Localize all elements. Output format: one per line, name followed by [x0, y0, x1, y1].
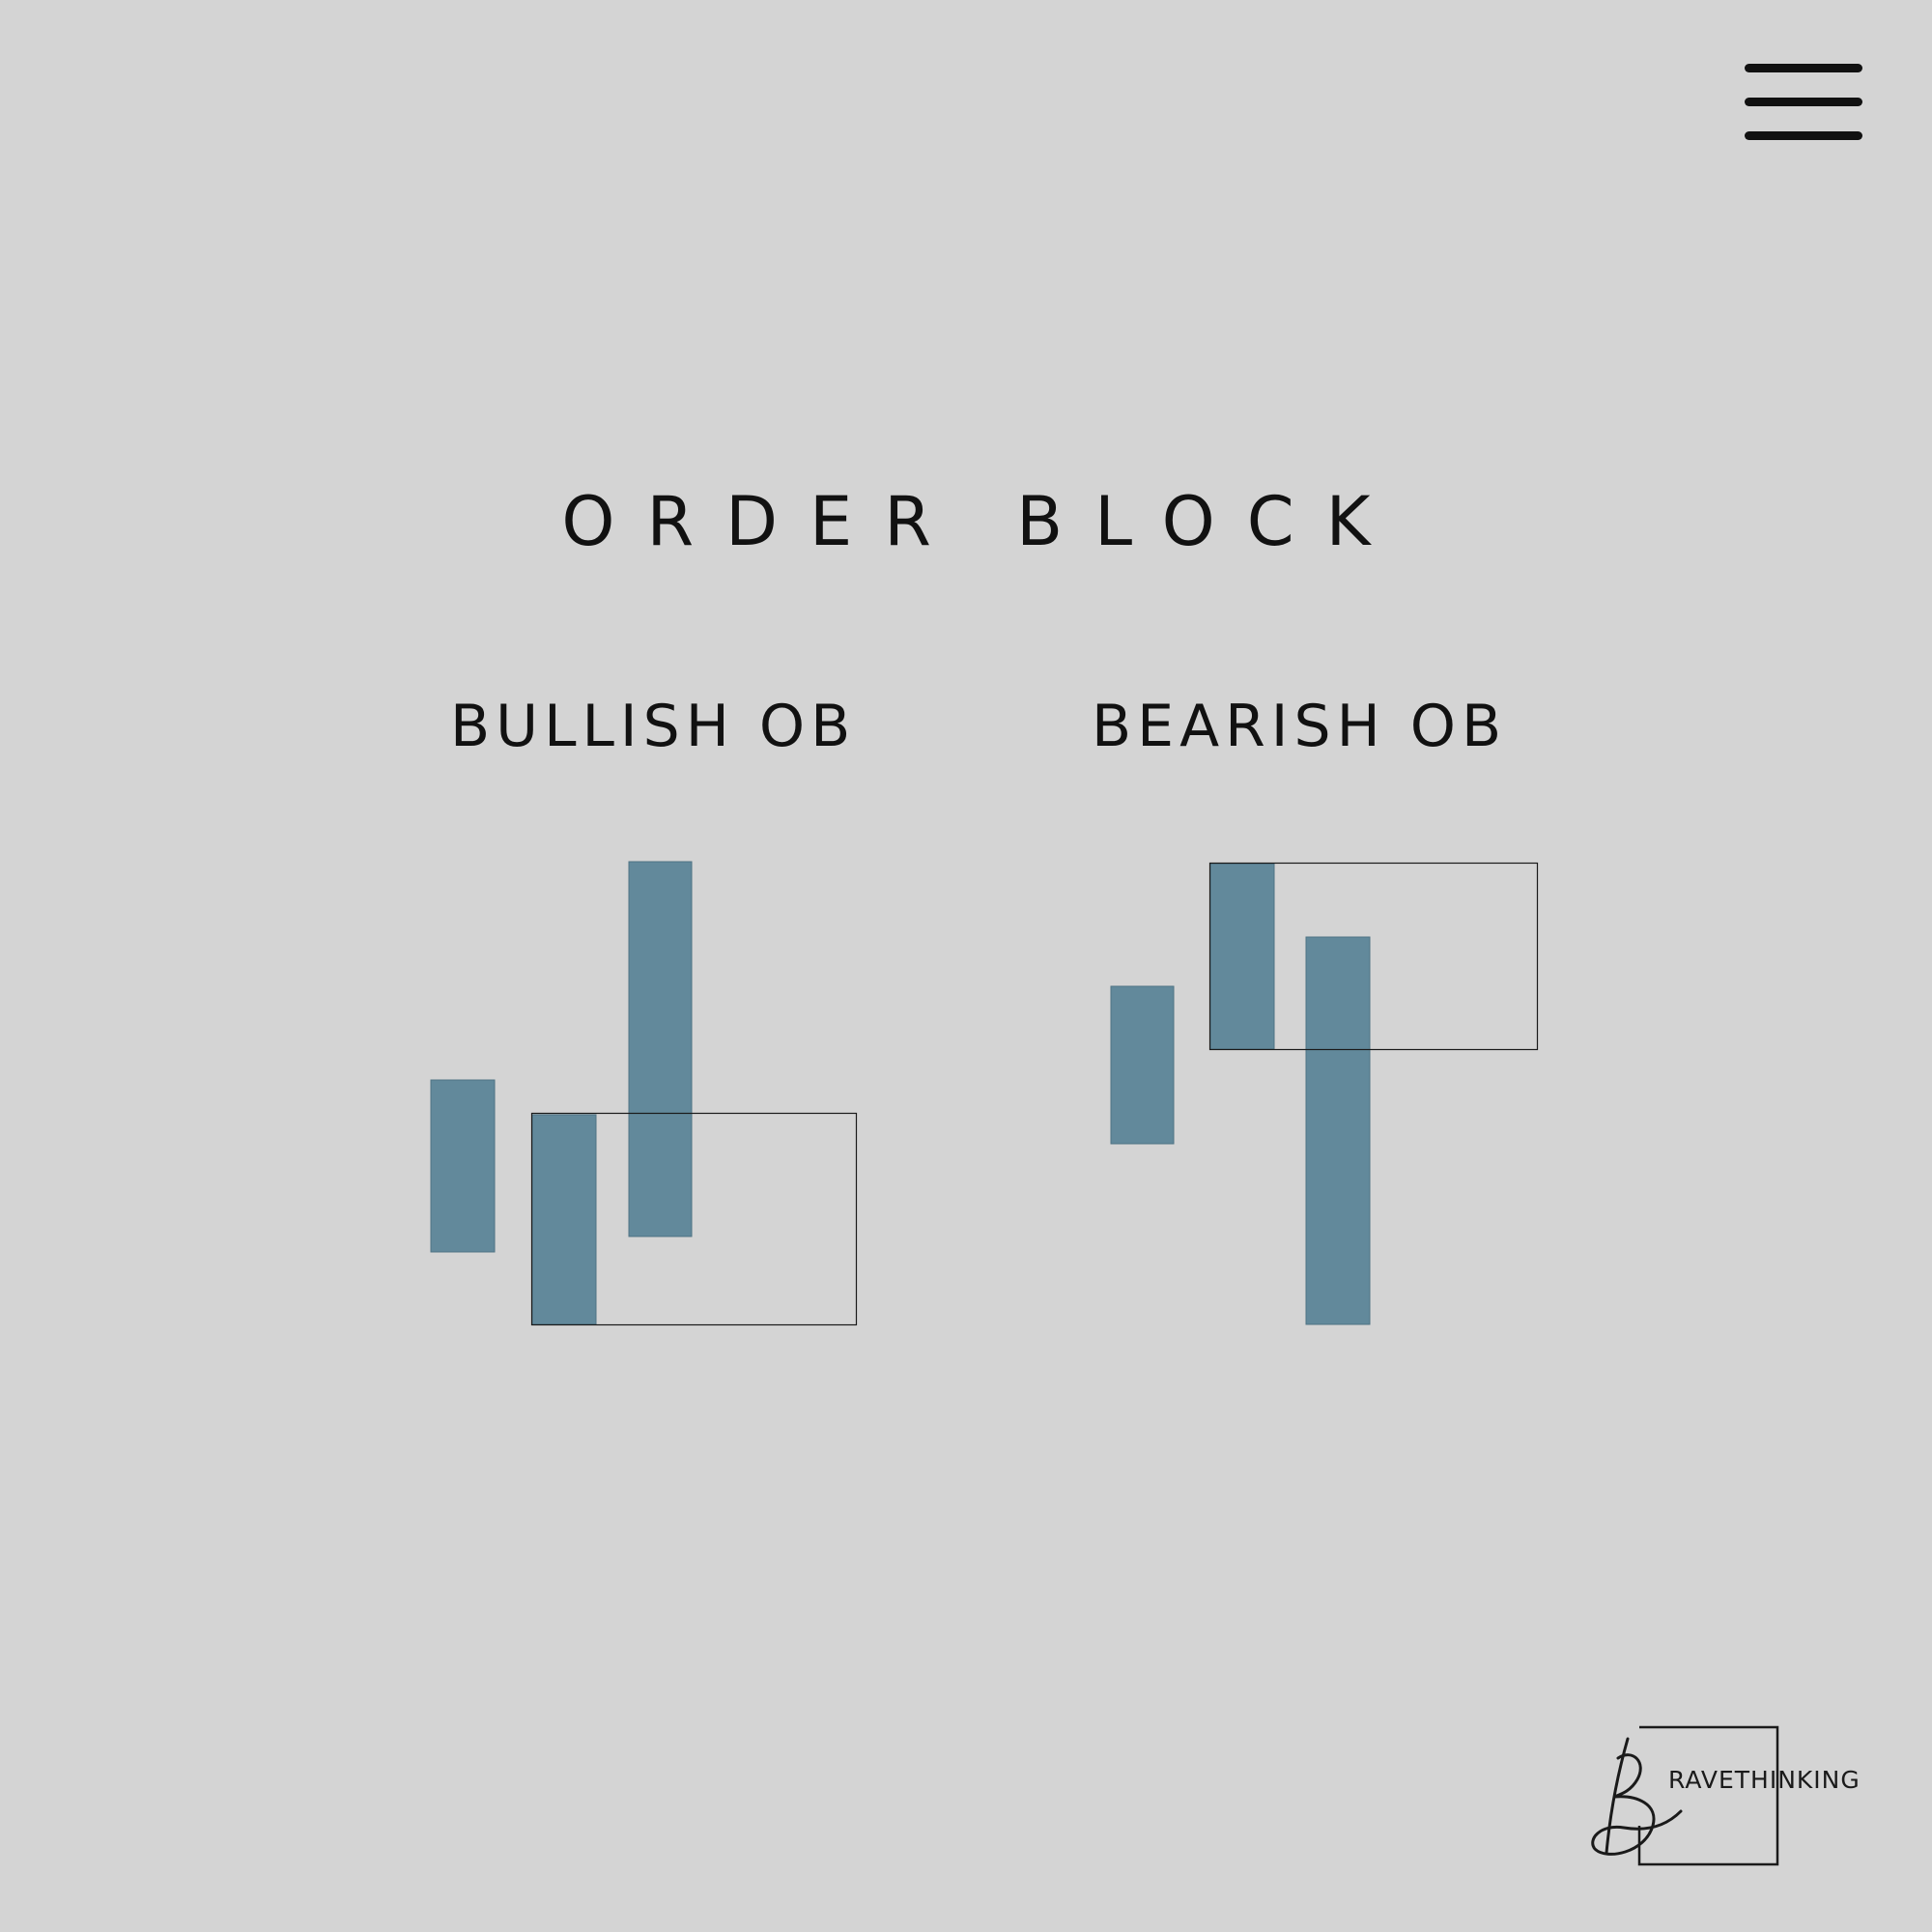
- bullish-order-block-zone: [530, 1112, 858, 1326]
- bullish-impulse-candle: [628, 861, 693, 1237]
- menu-bar-icon: [1745, 131, 1862, 140]
- bullish-ob-heading: BULLISH OB: [450, 693, 857, 760]
- bullish-candle-1: [430, 1079, 496, 1253]
- page-title: ORDER BLOCK: [561, 482, 1403, 561]
- bearish-ob-heading: BEARISH OB: [1092, 693, 1508, 760]
- logo-text: RAVETHINKING: [1668, 1766, 1861, 1794]
- menu-bar-icon: [1745, 64, 1862, 72]
- menu-button[interactable]: [1745, 62, 1862, 143]
- bullish-ob-diagram: [430, 861, 858, 1326]
- bearish-order-block-zone: [1208, 862, 1539, 1051]
- bullish-order-block-candle: [531, 1114, 597, 1325]
- brand-logo: RAVETHINKING: [1589, 1719, 1869, 1874]
- bearish-ob-diagram: [1110, 862, 1539, 1325]
- bearish-impulse-candle: [1305, 936, 1371, 1325]
- bearish-order-block-candle: [1209, 863, 1275, 1050]
- logo-mark-icon: [1591, 1725, 1779, 1866]
- bearish-candle-1: [1110, 985, 1175, 1145]
- menu-bar-icon: [1745, 98, 1862, 106]
